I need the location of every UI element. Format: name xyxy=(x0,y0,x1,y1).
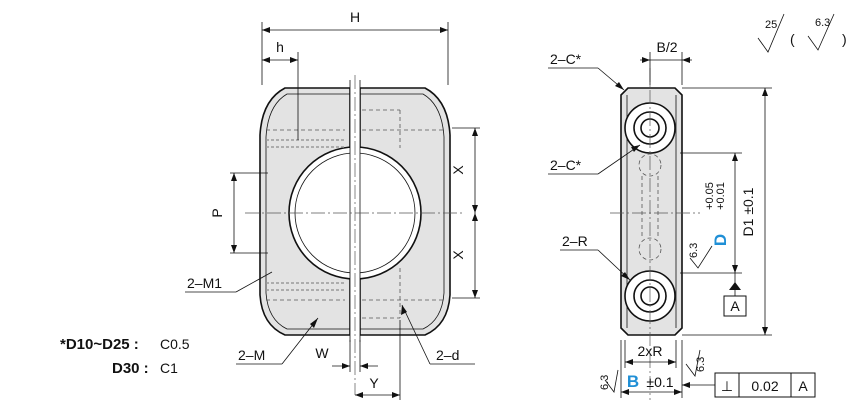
h-arrow-left xyxy=(262,57,270,63)
tol-value-box xyxy=(738,372,792,398)
M1-leader xyxy=(235,271,273,293)
side-view: B/2 2–C* 2–C* 2–R D +0.05 +0.01 6.3 A xyxy=(548,39,816,400)
X-arrow-mid-a xyxy=(472,205,478,213)
B-roughness-left-value: 6.3 xyxy=(599,375,611,390)
X-arrow-bottom xyxy=(472,290,478,298)
chamfer-mid-label: 2–C* xyxy=(550,157,582,173)
B-roughness-right-value: 6.3 xyxy=(695,357,707,372)
H-arrow-right xyxy=(440,27,448,33)
note-line2-value: C1 xyxy=(160,360,178,376)
general-roughness-value: 25 xyxy=(765,19,777,31)
R-arrow xyxy=(621,272,630,280)
chamfer-note: *D10~D25 : C0.5 D30 : C1 xyxy=(60,336,190,377)
W-arrow-left xyxy=(342,363,350,369)
paren-open: ( xyxy=(790,31,795,47)
chamfer-top-label: 2–C* xyxy=(550,51,582,67)
D-label: D xyxy=(711,234,730,246)
general-roughness-symbol xyxy=(757,13,785,53)
left-inner-contour xyxy=(265,93,350,330)
tol-arrow xyxy=(682,382,690,388)
P-arrow-top xyxy=(231,173,237,181)
M-label: 2–M xyxy=(238,347,265,363)
D1-arrow-bottom xyxy=(762,327,768,335)
h-label: h xyxy=(276,39,284,55)
hidden-hole-top xyxy=(638,153,662,177)
Y-arrow-right xyxy=(392,392,400,398)
twoxR-arrow-right xyxy=(668,359,676,365)
tol-value: 0.02 xyxy=(751,378,778,394)
W-label: W xyxy=(315,345,329,361)
P-arrow-bottom xyxy=(231,245,237,253)
d-arrow xyxy=(401,305,407,315)
tol-datum: A xyxy=(798,378,808,394)
note-line1-value: C0.5 xyxy=(160,336,190,352)
B-label: B xyxy=(627,372,639,391)
Y-label: Y xyxy=(369,375,379,391)
front-view: H h P X X 2–M1 2–M xyxy=(185,9,480,400)
R-label: 2–R xyxy=(562,233,588,249)
D1-arrow-top xyxy=(762,88,768,96)
H-label: H xyxy=(350,9,360,25)
H-arrow-left xyxy=(262,27,270,33)
paren-close: ) xyxy=(842,31,847,47)
M1-label: 2–M1 xyxy=(187,275,222,291)
tol-datum-box xyxy=(790,372,816,398)
datum-triangle xyxy=(729,282,741,290)
right-inner-contour xyxy=(360,93,445,330)
twoxR-label: 2xR xyxy=(638,343,663,359)
X-arrow-mid-b xyxy=(472,213,478,221)
D-tol-upper: +0.05 xyxy=(704,182,716,210)
B-arrow-left xyxy=(621,389,629,395)
D-arrow-bottom xyxy=(732,265,738,273)
B-tol: ±0.1 xyxy=(646,374,673,390)
datum-box xyxy=(723,295,747,317)
twoxR-arrow-left xyxy=(625,359,633,365)
D-roughness-symbol xyxy=(689,245,713,269)
D-arrow-top xyxy=(732,153,738,161)
Y-arrow-left xyxy=(355,392,363,398)
d-label: 2–d xyxy=(436,347,459,363)
X-top-label: X xyxy=(450,165,466,175)
X-arrow-top xyxy=(472,128,478,136)
note-line1-bold: *D10~D25 : xyxy=(60,336,139,353)
Bhalf-arrow-right xyxy=(682,57,690,63)
B-roughness-right-symbol xyxy=(685,349,701,377)
d-leader xyxy=(401,304,431,365)
Bhalf-label: B/2 xyxy=(656,39,677,55)
tol-symbol: ⊥ xyxy=(721,378,733,394)
Bhalf-arrow-left xyxy=(642,57,650,63)
B-roughness-left-symbol xyxy=(604,369,619,393)
other-roughness-symbol xyxy=(807,13,835,51)
note-line2-bold: D30 : xyxy=(112,360,149,377)
hidden-hole-bottom xyxy=(638,237,662,261)
chamfer-top-arrow xyxy=(615,82,624,90)
datum-label: A xyxy=(730,298,740,314)
B-arrow-right xyxy=(674,389,682,395)
W-arrow-right xyxy=(360,363,368,369)
X-bottom-label: X xyxy=(450,250,466,260)
D1-label: D1 ±0.1 xyxy=(740,187,756,236)
chamfer-mid-arrow xyxy=(631,145,640,152)
D-tol-lower: +0.01 xyxy=(715,182,727,210)
D-roughness-value: 6.3 xyxy=(688,243,700,258)
h-arrow-right xyxy=(290,57,298,63)
M-arrow xyxy=(310,318,318,328)
other-roughness-value: 6.3 xyxy=(815,17,830,29)
tol-symbol-box xyxy=(714,372,740,398)
surface-finish-spec: 25 ( 6.3 ) xyxy=(757,13,847,53)
P-label: P xyxy=(209,208,225,217)
